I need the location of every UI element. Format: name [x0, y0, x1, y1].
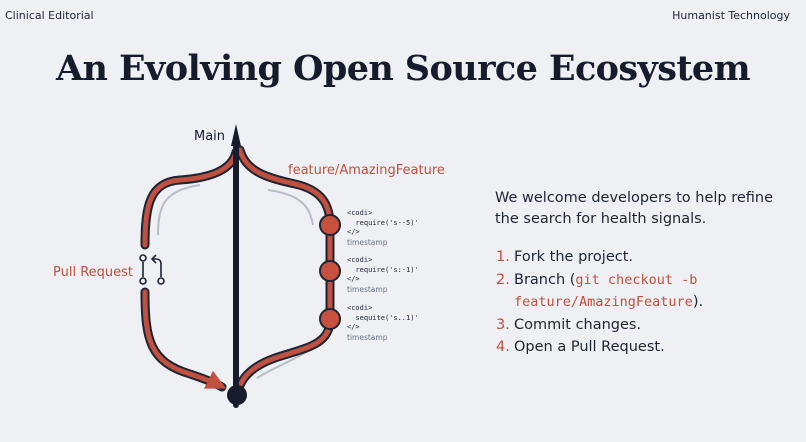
pull-request-icon — [139, 254, 165, 285]
merge-node — [227, 385, 247, 405]
step-3: 3.Commit changes. — [496, 314, 703, 337]
pull-request-label: Pull Request — [53, 265, 133, 280]
brand-left: Clinical Editorial — [5, 9, 94, 22]
commit-node-1 — [319, 214, 341, 236]
step-1-text: Fork the project. — [514, 249, 634, 265]
step-4-number: 4. — [496, 339, 510, 355]
commit-3-snippet: <codi> sequite('s..1)' </> timestamp — [347, 304, 419, 343]
step-2-prefix: Branch ( — [514, 271, 576, 288]
commit-2-code: require('s:-1)' — [355, 265, 419, 274]
step-4: 4.Open a Pull Request. — [496, 336, 703, 359]
pull-request-arc-inner — [142, 289, 227, 389]
commit-3-code: sequite('s..1)' — [355, 313, 419, 322]
commit-2-snippet: <codi> require('s:-1)' </> timestamp — [347, 256, 419, 295]
commit-2-close: </> — [347, 275, 360, 283]
feature-branch-label: feature/AmazingFeature — [288, 163, 445, 178]
step-2-branch-name: feature/AmazingFeature — [514, 294, 693, 310]
steps-list: 1.Fork the project. 2.Branch (git checko… — [496, 246, 703, 359]
step-2-suffix: ). — [692, 294, 704, 310]
shadow-stroke-left — [157, 184, 201, 236]
fork-arc-inner — [142, 149, 239, 248]
step-3-text: Commit changes. — [514, 316, 642, 333]
feature-branch-line — [234, 145, 335, 393]
step-1: 1.Fork the project. — [496, 246, 703, 269]
step-1-number: 1. — [496, 249, 510, 265]
commit-1-snippet: <codi> require('s--5)' </> timestamp — [347, 209, 419, 248]
step-2-number: 2. — [496, 271, 510, 288]
commit-3-close: </> — [347, 323, 360, 331]
commit-1-timestamp: timestamp — [347, 237, 388, 247]
commit-2-timestamp: timestamp — [347, 284, 388, 294]
commit-3-tag: <codi> — [347, 304, 373, 312]
brand-right: Humanist Technology — [672, 9, 790, 22]
step-3-number: 3. — [496, 316, 510, 333]
shadow-stroke-right — [267, 189, 314, 226]
commit-2-tag: <codi> — [347, 256, 373, 264]
commit-3-timestamp: timestamp — [347, 332, 388, 342]
commit-node-2 — [319, 260, 341, 282]
commit-1-tag: <codi> — [347, 209, 373, 217]
commit-1-close: </> — [347, 228, 360, 236]
step-2-command: git checkout -b — [575, 271, 698, 288]
slide-title: An Evolving Open Source Ecosystem — [55, 48, 751, 89]
step-4-text: Open a Pull Request. — [514, 339, 665, 355]
step-2: 2.Branch (git checkout -b feature/Amazin… — [496, 269, 703, 314]
intro-text: We welcome developers to help refine the… — [495, 190, 774, 227]
main-branch-label: Main — [194, 129, 225, 144]
commit-1-code: require('s--5)' — [355, 218, 419, 227]
step-2-continuation: feature/AmazingFeature). — [514, 291, 703, 314]
main-branch-tip — [231, 124, 241, 146]
commit-node-3 — [319, 308, 341, 330]
